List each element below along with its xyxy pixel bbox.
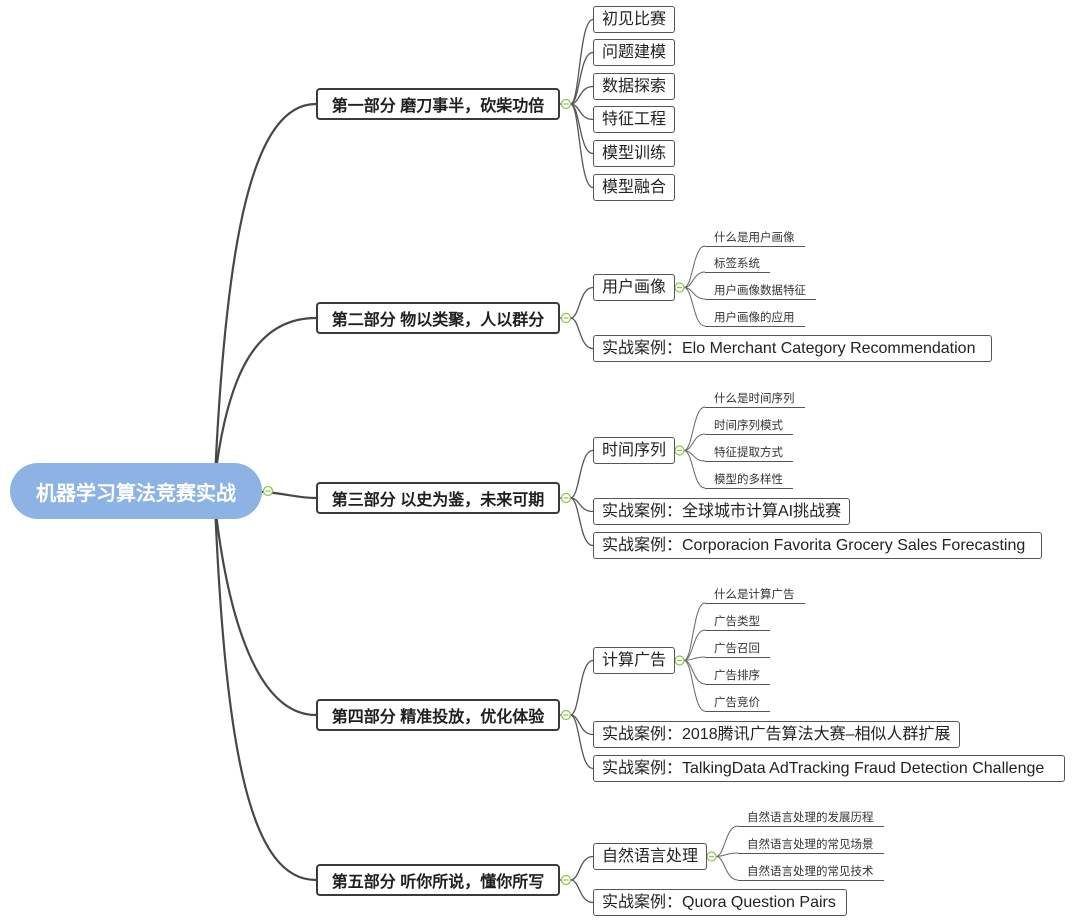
connector-line — [683, 450, 706, 489]
connector-line — [213, 102, 317, 479]
leaf-topic[interactable]: 什么是用户画像 — [705, 230, 805, 247]
case-study-topic[interactable]: 实战案例：2018腾讯广告算法大赛–相似人群扩展 — [593, 721, 960, 748]
leaf-topic[interactable]: 广告类型 — [705, 614, 770, 631]
connector-line — [213, 504, 317, 717]
topic-part-4[interactable]: 第四部分 精准投放，优化体验 — [316, 699, 560, 731]
leaf-topic[interactable]: 广告召回 — [705, 641, 770, 658]
connector-line — [683, 406, 706, 451]
topic-part-3[interactable]: 第三部分 以史为鉴，未来可期 — [316, 482, 560, 514]
leaf-topic[interactable]: 什么是时间序列 — [705, 391, 805, 408]
collapse-toggle-part-1[interactable] — [560, 98, 572, 110]
topic-part-5[interactable]: 第五部分 听你所说，懂你所写 — [316, 864, 560, 896]
connector-line — [570, 497, 594, 547]
leaf-topic[interactable]: 自然语言处理的常见技术 — [738, 864, 884, 881]
subtopic-computational-ads[interactable]: 计算广告 — [593, 647, 676, 674]
case-study-topic[interactable]: 实战案例：全球城市计算AI挑战赛 — [593, 498, 851, 525]
leaf-topic[interactable]: 自然语言处理的常见场景 — [738, 837, 884, 854]
subtopic[interactable]: 问题建模 — [593, 39, 676, 66]
connector-line — [570, 51, 594, 105]
leaf-topic[interactable]: 广告排序 — [705, 668, 770, 685]
case-study-topic[interactable]: 实战案例：Elo Merchant Category Recommendatio… — [593, 335, 992, 362]
leaf-topic[interactable]: 特征提取方式 — [705, 445, 793, 462]
connector-line — [570, 85, 594, 105]
connector-line — [570, 879, 594, 904]
subtopic[interactable]: 模型融合 — [593, 174, 676, 201]
leaf-topic[interactable]: 用户画像数据特征 — [705, 283, 816, 300]
subtopic-nlp[interactable]: 自然语言处理 — [593, 843, 708, 870]
leaf-topic[interactable]: 模型的多样性 — [705, 472, 793, 489]
topic-part-1[interactable]: 第一部分 磨刀事半，砍柴功倍 — [316, 88, 560, 120]
collapse-toggle-part-4[interactable] — [560, 709, 572, 721]
collapse-toggle-part-2[interactable] — [560, 312, 572, 324]
connector-line — [683, 602, 706, 661]
collapse-toggle-part-5[interactable] — [560, 874, 572, 886]
connector-line — [213, 504, 317, 882]
subtopic[interactable]: 特征工程 — [593, 106, 676, 133]
collapse-toggle-nlp[interactable] — [706, 851, 717, 862]
leaf-topic[interactable]: 自然语言处理的发展历程 — [738, 810, 884, 827]
collapse-toggle-user-profile[interactable] — [674, 282, 685, 293]
connector-line — [213, 316, 317, 479]
subtopic[interactable]: 模型训练 — [593, 140, 676, 167]
topic-part-2[interactable]: 第二部分 物以类聚，人以群分 — [316, 302, 560, 334]
collapse-toggle-computational-ads[interactable] — [674, 655, 685, 666]
connector-line — [569, 18, 594, 105]
collapse-toggle-part-3[interactable] — [560, 492, 572, 504]
connector-line — [715, 825, 739, 857]
case-study-topic[interactable]: 实战案例：Quora Question Pairs — [593, 889, 847, 916]
connector-line — [683, 287, 706, 327]
connector-line — [683, 660, 706, 685]
leaf-topic[interactable]: 标签系统 — [705, 256, 770, 273]
connector-line — [569, 103, 594, 189]
subtopic-time-series[interactable]: 时间序列 — [593, 437, 676, 464]
subtopic-user-profile[interactable]: 用户画像 — [593, 274, 676, 301]
connector-line — [570, 449, 594, 499]
collapse-toggle-root[interactable] — [262, 485, 274, 497]
leaf-topic[interactable]: 什么是计算广告 — [705, 587, 805, 604]
root-topic[interactable]: 机器学习算法竞赛实战 — [10, 463, 262, 519]
connector-line — [570, 317, 594, 350]
collapse-toggle-time-series[interactable] — [674, 445, 685, 456]
connector-line — [683, 629, 706, 661]
leaf-topic[interactable]: 用户画像的应用 — [705, 310, 805, 327]
case-study-topic[interactable]: 实战案例：Corporacion Favorita Grocery Sales … — [593, 532, 1042, 559]
leaf-topic[interactable]: 广告竞价 — [705, 695, 770, 712]
subtopic[interactable]: 初见比赛 — [593, 6, 676, 33]
connector-line — [683, 660, 706, 712]
connector-line — [683, 271, 706, 288]
connector-line — [683, 245, 706, 288]
connector-line — [570, 659, 594, 716]
connector-line — [570, 286, 594, 319]
subtopic[interactable]: 数据探索 — [593, 73, 676, 100]
case-study-topic[interactable]: 实战案例：TalkingData AdTracking Fraud Detect… — [593, 755, 1065, 782]
connector-line — [715, 856, 739, 881]
leaf-topic[interactable]: 时间序列模式 — [705, 418, 793, 435]
connector-line — [570, 103, 594, 155]
connector-line — [570, 855, 594, 881]
connector-line — [683, 433, 706, 451]
connector-line — [570, 714, 594, 770]
